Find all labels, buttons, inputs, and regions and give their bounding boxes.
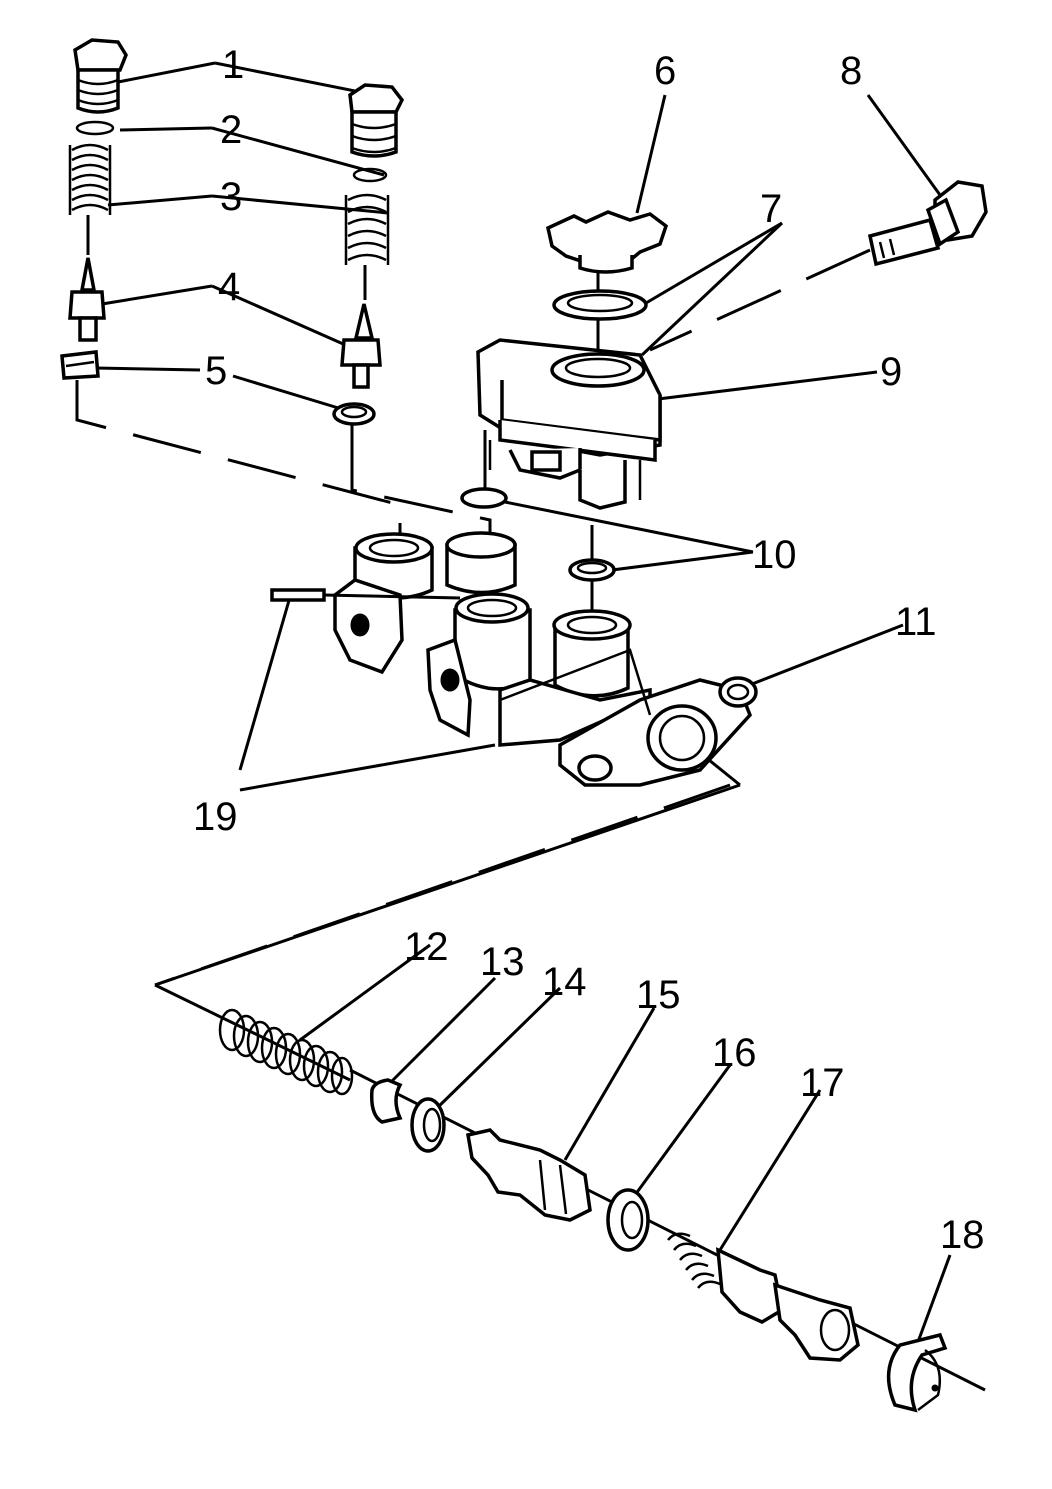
callout-4: 4 — [218, 265, 240, 309]
callout-8: 8 — [840, 49, 862, 93]
retainer-13 — [369, 1078, 403, 1124]
plug-1-right — [348, 83, 405, 114]
leader-lines — [94, 61, 952, 1351]
callout-18: 18 — [940, 1213, 985, 1257]
bolt-8 — [867, 217, 941, 267]
callout-15: 15 — [636, 973, 681, 1017]
callout-12: 12 — [404, 925, 449, 969]
callout-13: 13 — [480, 940, 525, 984]
piston-15 — [465, 1128, 592, 1222]
callout-3: 3 — [220, 175, 242, 219]
spring-12 — [218, 1008, 354, 1096]
pin-19 — [270, 588, 326, 602]
valve-4-right — [353, 303, 375, 340]
valve-4-left — [79, 257, 97, 292]
callout-10: 10 — [752, 533, 797, 577]
cap-6 — [545, 210, 669, 268]
callout-11: 11 — [895, 600, 937, 644]
callout-14: 14 — [542, 960, 587, 1004]
reservoir-cap — [545, 180, 988, 321]
reservoir-9 — [460, 338, 662, 582]
callout-labels: 1 2 3 4 5 6 7 8 9 10 11 12 13 14 15 16 1… — [193, 43, 985, 1257]
callout-16: 16 — [712, 1031, 757, 1075]
callout-9: 9 — [880, 350, 902, 394]
callout-2: 2 — [220, 108, 242, 152]
callout-17: 17 — [800, 1061, 845, 1105]
spring-3-right — [347, 193, 387, 262]
cylinder-body-11 — [270, 531, 758, 787]
callout-6: 6 — [654, 49, 676, 93]
plug-1-left — [73, 38, 128, 72]
piston-assembly — [218, 1008, 948, 1413]
left-valve-stack — [60, 38, 128, 380]
ring-2-left — [75, 120, 115, 136]
right-valve-stack — [332, 83, 405, 426]
ring-2-right — [352, 167, 388, 183]
oring-10-left — [460, 487, 508, 509]
snap-ring-18 — [886, 1332, 948, 1413]
callout-1: 1 — [222, 43, 244, 87]
callout-7: 7 — [760, 187, 782, 231]
piston-17 — [667, 1232, 860, 1362]
spring-3-left — [71, 143, 109, 212]
callout-5: 5 — [205, 349, 227, 393]
callout-19: 19 — [193, 795, 238, 839]
